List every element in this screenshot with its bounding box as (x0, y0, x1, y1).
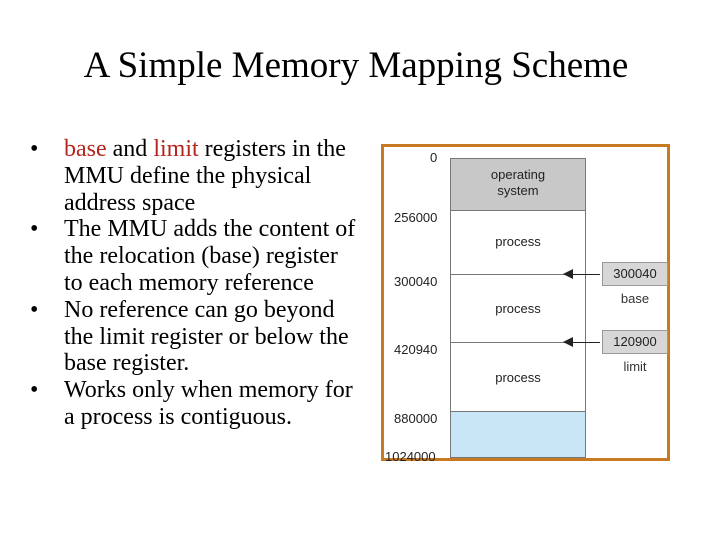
address-label: 1024000 (385, 449, 436, 464)
term-base: base (64, 136, 107, 162)
process-label: process (495, 301, 541, 316)
bullet-text: Works only when memory for a process is … (64, 377, 353, 430)
process-label: process (495, 370, 541, 385)
process-label: process (495, 234, 541, 249)
bullet-item: • Works only when memory for a process is… (30, 377, 360, 431)
bullet-item: • The MMU adds the content of the relocat… (30, 216, 360, 296)
address-label: 300040 (394, 274, 438, 289)
base-register-label: base (620, 291, 650, 306)
bullet-item: • No reference can go beyond the limit re… (30, 297, 360, 377)
term-limit: limit (153, 136, 199, 162)
bullet-text: registers in the MMU define the physical… (64, 136, 346, 216)
bullet-dot: • (30, 136, 39, 162)
os-segment: operating system (450, 158, 586, 210)
slide-title: A Simple Memory Mapping Scheme (83, 45, 629, 86)
address-label: 0 (430, 150, 438, 165)
address-label: 420940 (394, 342, 438, 357)
bullet-dot: • (30, 377, 39, 404)
process-segment: process (450, 274, 586, 342)
limit-register-label: limit (623, 359, 647, 374)
bullet-text: and (106, 136, 154, 162)
limit-register-box: 120900 (602, 330, 668, 354)
process-segment: process (450, 210, 586, 274)
os-label: operating system (490, 167, 546, 198)
limit-arrow-icon (563, 337, 600, 347)
memory-map-diagram: 0 256000 300040 420940 880000 1024000 op… (381, 144, 670, 464)
bullet-dot: • (30, 296, 39, 323)
bullet-item: • base and limit registers in the MMU def… (30, 136, 360, 216)
address-label: 880000 (394, 411, 438, 426)
bullet-dot: • (30, 216, 39, 243)
address-label: 256000 (394, 210, 438, 225)
base-arrow-icon (563, 269, 600, 279)
process-segment: process (450, 342, 586, 411)
base-register-box: 300040 (602, 262, 668, 286)
bullet-list: • base and limit registers in the MMU def… (30, 136, 360, 431)
free-memory-segment (450, 411, 586, 458)
bullet-text: No reference can go beyond the limit reg… (64, 296, 349, 377)
bullet-text: The MMU adds the content of the relocati… (64, 216, 356, 296)
